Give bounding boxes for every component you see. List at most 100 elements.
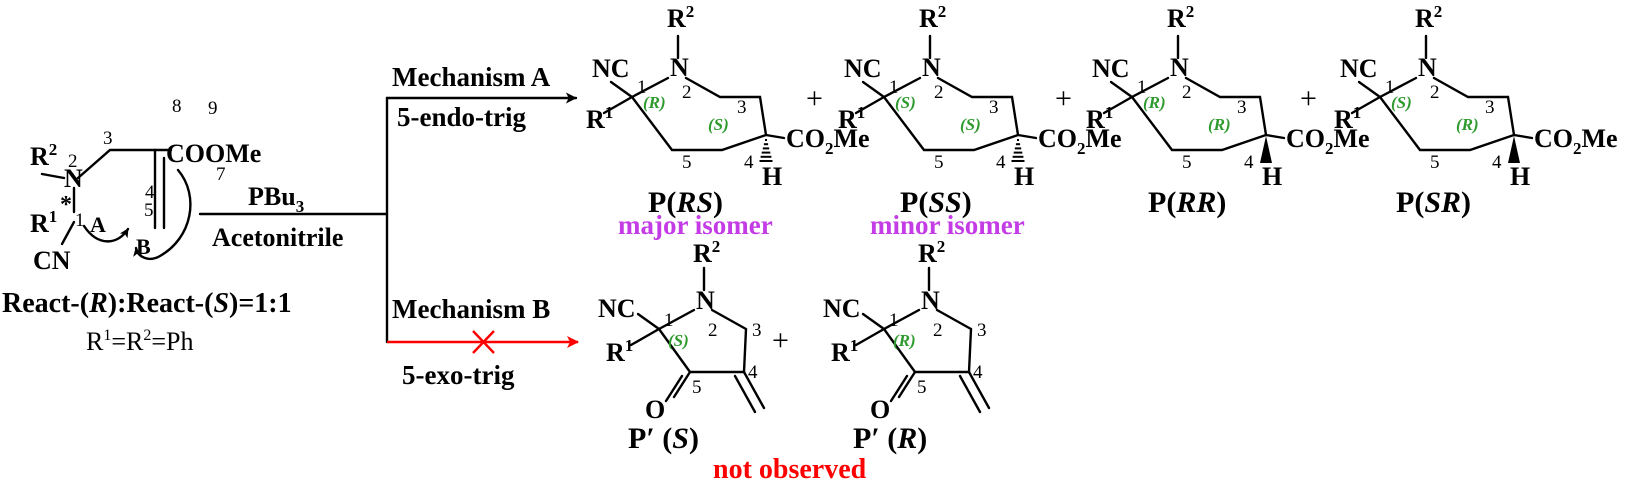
n-atom: N [696, 286, 715, 315]
substituent-definition: R1=R2=Ph [86, 327, 193, 356]
product-name: P(SR) [1396, 186, 1471, 219]
pos-2: 2 [708, 320, 718, 341]
pos-2: 2 [1182, 82, 1192, 103]
product-name: P(SS) [900, 186, 972, 219]
n-atom: N [921, 286, 940, 315]
reactant-r2-bond [40, 172, 66, 180]
pos-3: 3 [989, 97, 999, 118]
r2-label: R2 [918, 237, 945, 268]
nc-label: NC [823, 294, 861, 323]
solvent-label: Acetonitrile [212, 223, 343, 252]
methylene-bond [967, 370, 991, 410]
reactant-pos-7: 7 [216, 164, 226, 185]
n-atom: N [670, 53, 689, 82]
c1-r1-bond [629, 327, 661, 347]
c1-r1-bond [1350, 95, 1382, 115]
pos-5: 5 [917, 377, 927, 398]
c1-cn-bond [609, 80, 634, 99]
c1-configuration: (S) [895, 93, 916, 112]
reactant-cn-label: CN [33, 246, 71, 275]
not-observed-label: not observed [713, 454, 867, 485]
n-atom: N [922, 53, 941, 82]
pos-1: 1 [664, 310, 674, 331]
carbonyl-bond [897, 370, 917, 399]
pos-2: 2 [933, 320, 943, 341]
r2-label: R2 [667, 2, 694, 33]
pos-3: 3 [977, 320, 987, 341]
c4-configuration: (R) [1456, 115, 1479, 134]
plus-sign-4: + [772, 324, 789, 357]
isomer-note: major isomer [618, 210, 773, 240]
c1-cn-bond [1357, 80, 1382, 99]
r1-label: R1 [606, 336, 633, 367]
c1-configuration: (R) [643, 93, 666, 112]
h-atom: H [1510, 162, 1530, 191]
reactant-backbone-bonds [76, 148, 157, 230]
curved-arrow-b-label: B [136, 234, 151, 259]
c4-ester-bond [1512, 133, 1534, 140]
c4-ester-bond [1016, 133, 1038, 140]
methylene-bond [742, 370, 766, 410]
product-name: P′ (R) [853, 422, 927, 455]
h-atom: H [1262, 162, 1282, 191]
carbonyl-bond-2 [889, 374, 909, 403]
c4-ester-bond [1264, 133, 1286, 140]
pos-4: 4 [748, 362, 758, 383]
curved-arrow-a [82, 224, 130, 243]
bold-wedge-bond [1260, 136, 1272, 163]
ester-label: CO2Me [1286, 124, 1370, 158]
reactant-structure: R2 N R1 CN * COOMe 1 2 3 4 5 7 8 9 A B R… [2, 96, 292, 356]
nc-label: NC [592, 54, 630, 83]
r1-label: R1 [586, 103, 613, 134]
reactant-n-atom: N [64, 164, 83, 193]
ester-label: CO2Me [1534, 124, 1618, 158]
pos-3: 3 [752, 320, 762, 341]
pos-5: 5 [682, 152, 692, 173]
reactant-pos-8: 8 [172, 96, 182, 117]
c1-cn-bond [1109, 80, 1134, 99]
ester-label: CO2Me [786, 124, 870, 158]
pos-3: 3 [1485, 97, 1495, 118]
pos-5: 5 [1182, 152, 1192, 173]
c4-configuration: (S) [960, 115, 981, 134]
reaction-arrows: PBu3 Acetonitrile Mechanism A 5-endo-tri… [198, 62, 579, 390]
blocked-cross-icon [472, 330, 495, 354]
r1-label: R1 [831, 336, 858, 367]
product-name: P(RS) [648, 186, 723, 219]
pos-4: 4 [996, 152, 1006, 173]
h-atom: H [1014, 162, 1034, 191]
nc-label: NC [1340, 54, 1378, 83]
c1-cn-bond [861, 80, 886, 99]
pos-1: 1 [889, 77, 899, 98]
pos-2: 2 [934, 82, 944, 103]
n-atom: N [1170, 53, 1189, 82]
carbonyl-bond [672, 370, 692, 399]
pos-5: 5 [934, 152, 944, 173]
mechanism-a-mode: 5-endo-trig [397, 102, 526, 132]
methylene-bond-2 [958, 374, 982, 414]
r2-label: R2 [693, 237, 720, 268]
pos-3: 3 [1237, 97, 1247, 118]
mechanism-b-mode: 5-exo-trig [402, 360, 515, 390]
pos-4: 4 [973, 362, 983, 383]
pos-4: 4 [744, 152, 754, 173]
reactant-r1-label: R1 [30, 207, 57, 238]
reactant-r2-label: R2 [30, 140, 57, 171]
reactant-pos-1: 1 [75, 210, 85, 231]
reactant-pos-5: 5 [144, 200, 154, 221]
pos-5: 5 [692, 377, 702, 398]
reagent-label: PBu3 [248, 182, 304, 216]
stereocenter-star: * [60, 192, 72, 218]
r1-label: R1 [1334, 103, 1361, 134]
pos-4: 4 [1244, 152, 1254, 173]
reactant-cn-bond [60, 220, 76, 246]
reactant-pos-3: 3 [103, 128, 113, 149]
pos-1: 1 [1385, 77, 1395, 98]
product-name: P(RR) [1148, 186, 1226, 219]
pos-1: 1 [1137, 77, 1147, 98]
r2-label: R2 [1415, 2, 1442, 33]
c4-ester-bond [764, 133, 786, 140]
pos-2: 2 [682, 82, 692, 103]
